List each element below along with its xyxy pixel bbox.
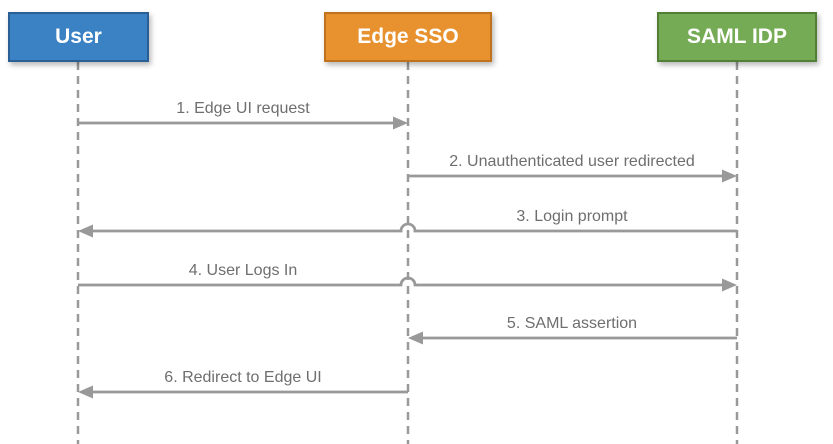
message-arrow-3 — [78, 222, 737, 238]
message-arrow-4 — [78, 276, 737, 292]
message-label-6: 6. Redirect to Edge UI — [164, 369, 322, 386]
actor-box-user: User — [8, 12, 149, 62]
actor-box-edge-sso: Edge SSO — [324, 12, 492, 62]
message-label-3: 3. Login prompt — [516, 208, 628, 225]
actor-label: SAML IDP — [687, 25, 787, 48]
arrowhead-right-icon — [393, 116, 408, 130]
arrowhead-left-icon — [78, 224, 93, 238]
message-arrow-6 — [78, 385, 408, 399]
message-arrow-1 — [78, 116, 408, 130]
message-arrow-5 — [408, 331, 737, 345]
message-label-2: 2. Unauthenticated user redirected — [449, 153, 695, 170]
arrowhead-left-icon — [408, 331, 423, 345]
actor-label: User — [55, 25, 102, 48]
arrowhead-left-icon — [78, 385, 93, 399]
message-arrow-2 — [408, 169, 737, 183]
message-label-5: 5. SAML assertion — [506, 315, 638, 332]
message-label-4: 4. User Logs In — [188, 262, 298, 279]
arrowhead-right-icon — [722, 169, 737, 183]
arrowhead-right-icon — [722, 278, 737, 292]
actor-label: Edge SSO — [357, 25, 459, 48]
actor-box-saml-idp: SAML IDP — [657, 12, 817, 62]
message-label-1: 1. Edge UI request — [176, 100, 310, 117]
